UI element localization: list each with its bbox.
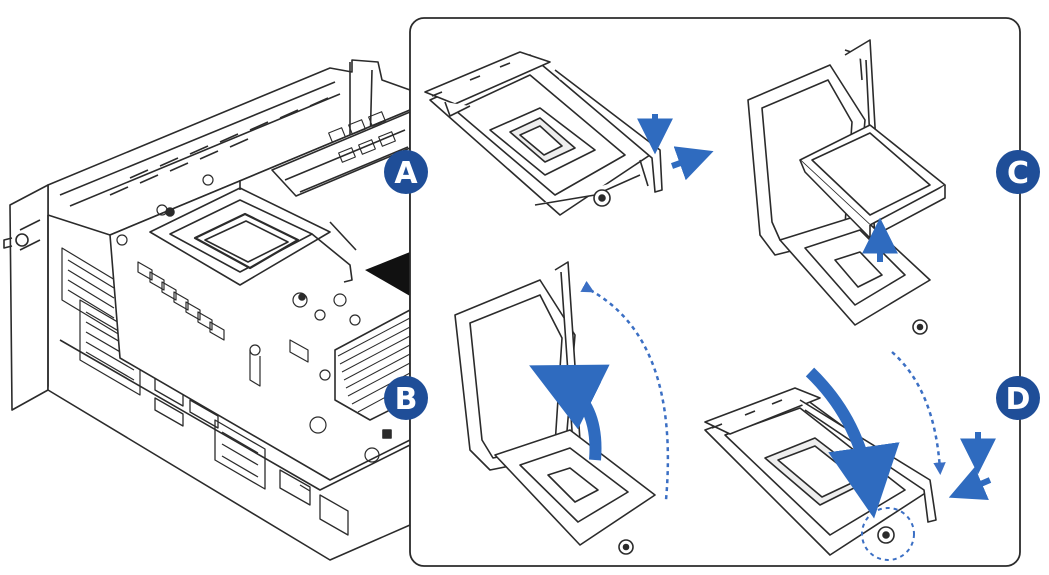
step-a-illustration bbox=[424, 51, 663, 216]
svg-text:D: D bbox=[1006, 382, 1031, 417]
curved-arrow-icon bbox=[529, 364, 610, 461]
svg-text:B: B bbox=[395, 382, 418, 417]
push-right-arrow-icon bbox=[670, 146, 714, 181]
dashed-arc-icon bbox=[891, 351, 946, 475]
svg-text:C: C bbox=[1007, 156, 1029, 191]
step-a-badge: A bbox=[384, 150, 428, 194]
callout-wedge bbox=[365, 252, 410, 296]
close-plate-arrow-icon bbox=[805, 367, 900, 519]
step-b-badge: B bbox=[384, 376, 428, 420]
svg-text:A: A bbox=[394, 156, 418, 191]
dashed-arc-icon bbox=[580, 280, 670, 501]
step-d-badge: D bbox=[996, 376, 1040, 420]
chassis-illustration bbox=[3, 59, 411, 561]
push-left-arrow-icon bbox=[948, 466, 992, 501]
step-c-badge: C bbox=[996, 150, 1040, 194]
badge-circle bbox=[384, 150, 428, 194]
